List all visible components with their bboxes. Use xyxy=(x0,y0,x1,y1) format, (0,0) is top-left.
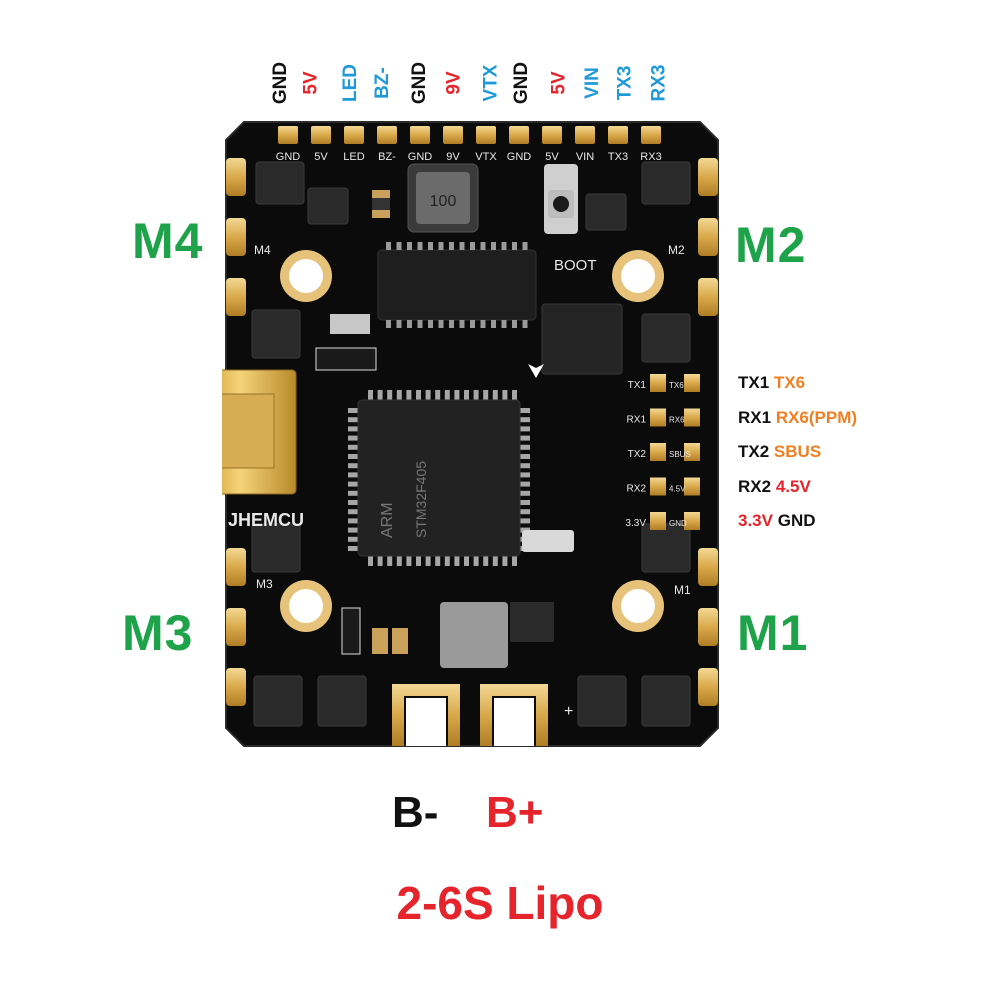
silk-m1: M1 xyxy=(674,583,691,597)
top-pin-label: 5V xyxy=(301,71,322,95)
top-solder-pads xyxy=(278,126,661,144)
battery-positive-label: B+ xyxy=(486,788,544,837)
top-pad xyxy=(344,126,364,144)
side-pad xyxy=(650,408,666,427)
orientation-arrow-icon xyxy=(528,364,544,378)
top-pad xyxy=(575,126,595,144)
pad-silk-right: GND xyxy=(669,519,687,528)
silk-m4: M4 xyxy=(254,243,271,257)
pad-silk-left: TX1 xyxy=(628,380,647,391)
side-pad xyxy=(650,512,666,530)
motor-label-m4: M4 xyxy=(132,213,204,269)
side-pad xyxy=(684,408,700,427)
svg-text:100: 100 xyxy=(430,193,457,210)
silk-m3: M3 xyxy=(256,577,273,591)
top-pad xyxy=(443,126,463,144)
top-silk-label: 5V xyxy=(545,151,559,163)
svg-text:+: + xyxy=(564,703,573,720)
pad-silk-left: TX2 xyxy=(628,449,647,460)
top-pin-label: RX3 xyxy=(648,64,669,102)
top-silk-label: GND xyxy=(408,151,433,163)
brand-silk: JHEMCU xyxy=(228,510,304,530)
top-pad xyxy=(641,126,661,144)
side-pad xyxy=(684,477,700,496)
top-pin-label: VTX xyxy=(480,64,502,102)
svg-text:ARM: ARM xyxy=(379,502,396,538)
top-silk-label: VIN xyxy=(576,151,594,163)
top-pin-label: GND xyxy=(409,61,431,105)
side-pin-label: RX1 RX6(PPM) xyxy=(738,407,858,427)
pad-silk-right: 4.5V xyxy=(669,485,686,494)
top-silk-label: GND xyxy=(276,151,301,163)
svg-text:STM32F405: STM32F405 xyxy=(413,461,429,538)
pad-silk-right: TX6 xyxy=(669,381,684,390)
mosfets xyxy=(251,161,691,727)
side-pin-label: TX1 TX6 xyxy=(738,373,806,392)
osd-chip xyxy=(377,242,537,328)
side-pin-label: TX2 SBUS xyxy=(738,442,822,461)
top-pin-label: 9V xyxy=(444,71,465,95)
top-pad xyxy=(542,126,562,144)
side-pad xyxy=(684,443,700,461)
pad-silk-right: SBUS xyxy=(669,450,691,459)
flight-controller-board: GND 5V LED BZ- GND 9V VTX GND 5V VIN TX3 RX3 xyxy=(222,121,719,747)
side-pad xyxy=(684,374,700,392)
motor-label-m2: M2 xyxy=(735,217,807,273)
top-pin-label: LED xyxy=(340,64,361,102)
pad-silk-right: RX6 xyxy=(669,416,685,425)
top-pin-label: 5V xyxy=(549,71,570,95)
boot-button xyxy=(544,164,578,234)
top-silk-label: LED xyxy=(343,151,364,163)
mounting-holes xyxy=(280,250,664,632)
battery-negative-label: B- xyxy=(392,788,439,837)
motor-label-m1: M1 xyxy=(737,605,809,661)
top-silk-label: 5V xyxy=(314,151,328,163)
inductor: 100 xyxy=(407,163,479,233)
silk-m2: M2 xyxy=(668,243,685,257)
top-silk-label: BZ- xyxy=(378,151,396,163)
motor-label-m3: M3 xyxy=(122,605,194,661)
boot-label: BOOT xyxy=(554,257,597,274)
top-pad xyxy=(377,126,397,144)
battery-spec-label: 2-6S Lipo xyxy=(396,877,604,929)
usb-connector[interactable] xyxy=(222,369,297,495)
top-silk-label: GND xyxy=(507,151,532,163)
side-pad xyxy=(650,477,666,496)
passives xyxy=(315,190,574,668)
side-pin-label: 3.3V GND xyxy=(738,511,816,530)
top-silk-label: RX3 xyxy=(640,151,661,163)
top-pin-label: VIN xyxy=(582,67,603,99)
top-pad xyxy=(410,126,430,144)
top-pin-label: GND xyxy=(511,61,533,105)
battery-pads: + xyxy=(392,684,573,746)
side-pad xyxy=(650,374,666,392)
side-pad xyxy=(684,512,700,530)
top-pad xyxy=(608,126,628,144)
top-pad xyxy=(278,126,298,144)
side-pin-label: RX2 4.5V xyxy=(738,476,811,496)
mcu-chip: ARM STM32F405 xyxy=(348,390,530,566)
top-pin-label: BZ- xyxy=(372,67,393,99)
pad-silk-left: RX1 xyxy=(627,415,647,426)
top-silkscreen: GND 5V LED BZ- GND 9V VTX GND 5V VIN TX3 RX3 xyxy=(276,151,662,163)
side-pad xyxy=(650,443,666,461)
gyro-chip xyxy=(541,303,623,375)
top-pin-label: TX3 xyxy=(614,65,636,101)
top-pad xyxy=(476,126,496,144)
top-silk-label: 9V xyxy=(446,151,460,163)
pad-silk-left: 3.3V xyxy=(625,518,646,529)
pad-silk-left: RX2 xyxy=(627,484,647,495)
edge-pads xyxy=(226,158,718,706)
top-pad xyxy=(311,126,331,144)
top-pad xyxy=(509,126,529,144)
top-silk-label: VTX xyxy=(475,151,497,163)
top-silk-label: TX3 xyxy=(608,151,628,163)
top-pin-label: GND xyxy=(270,61,292,105)
